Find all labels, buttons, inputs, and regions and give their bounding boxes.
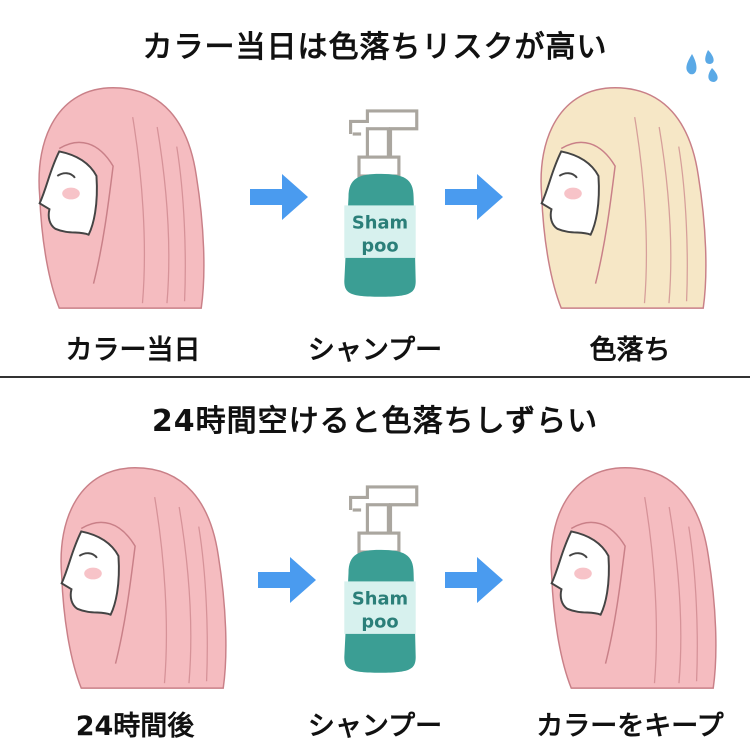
step-label-shampoo: シャンプー — [307, 711, 443, 742]
arrow-right-icon — [250, 172, 310, 222]
arrow-right-icon — [445, 172, 505, 222]
shampoo-bottle-illustration: Sham poo — [342, 109, 419, 299]
section-before-title: カラー当日は色落ちリスクが高い — [142, 30, 608, 65]
step-label-shampoo: シャンプー — [307, 335, 443, 366]
woman-pink-hair-illustration — [40, 458, 240, 693]
bottle-text-sham: Sham — [352, 589, 408, 610]
shampoo-bottle-illustration: Sham poo — [342, 485, 419, 675]
arrow-right-icon — [258, 555, 318, 605]
step-label-fade: 色落ち — [589, 335, 671, 366]
sweat-drops-icon — [686, 50, 718, 82]
woman-pink-hair-illustration — [18, 78, 218, 313]
arrow-right-icon — [445, 555, 505, 605]
bottle-text-poo: poo — [361, 612, 398, 633]
woman-pink-hair-illustration — [530, 458, 730, 693]
woman-faded-hair-illustration — [520, 78, 720, 313]
bottle-text-sham: Sham — [352, 213, 408, 234]
step-label-color-day: カラー当日 — [65, 335, 201, 366]
step-label-keep-color: カラーをキープ — [536, 711, 724, 742]
section-divider — [0, 376, 750, 378]
section-after-title: 24時間空けると色落ちしずらい — [151, 404, 599, 439]
bottle-text-poo: poo — [361, 236, 398, 257]
step-label-24h-later: 24時間後 — [75, 711, 195, 742]
